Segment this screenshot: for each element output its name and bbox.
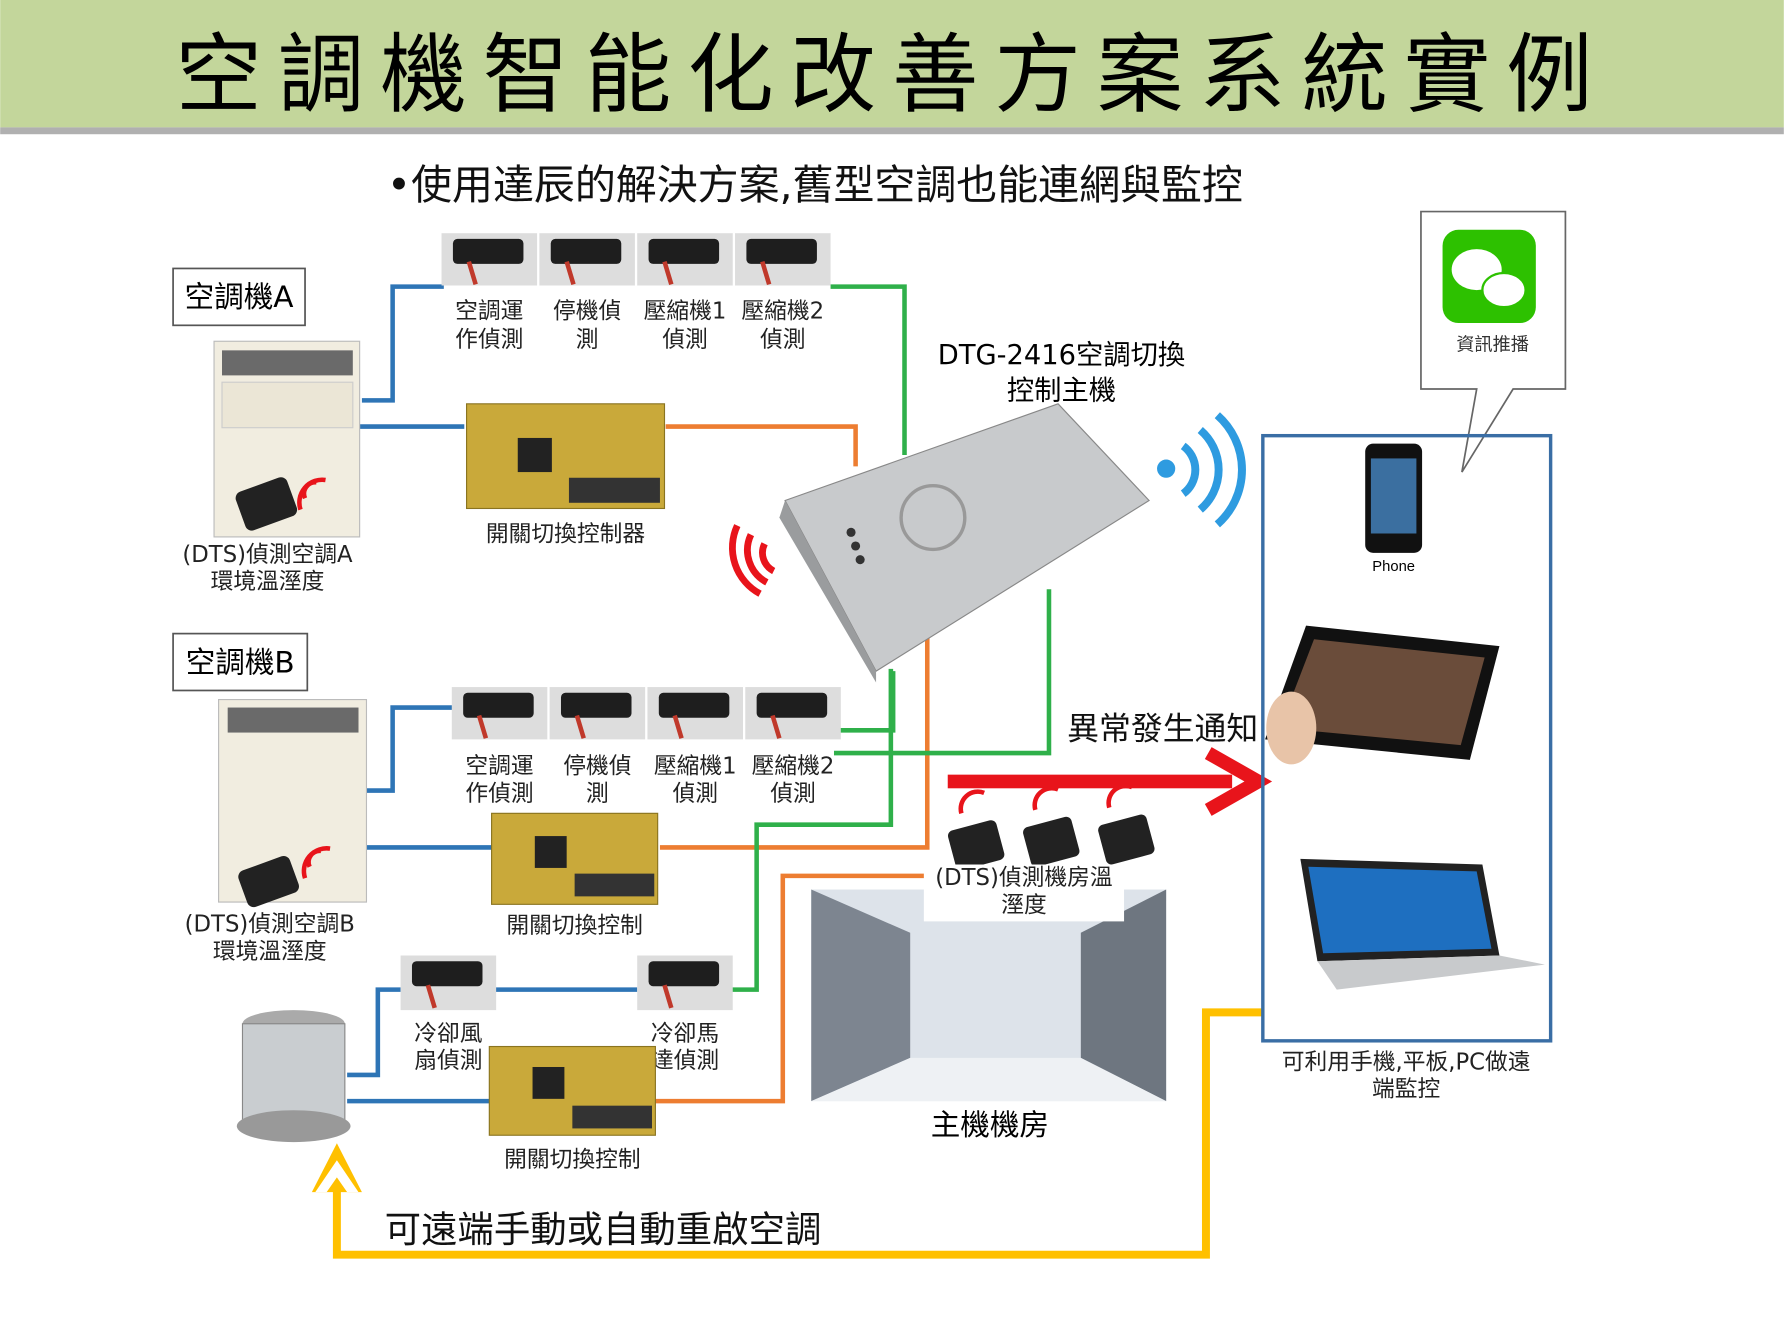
detector-a-2 — [539, 233, 635, 286]
detector-b-2 — [549, 687, 646, 740]
alert-label: 異常發生通知 — [1067, 709, 1258, 747]
devices-box — [1261, 433, 1553, 1043]
detector-a-1-label-1: 空調運 — [455, 299, 523, 325]
phone-label: Phone — [1372, 559, 1415, 575]
server-room-photo — [811, 889, 1167, 1102]
remote-label-2: 端監控 — [1372, 1077, 1440, 1103]
ac-b-label-box — [172, 632, 309, 692]
orange-line-a — [665, 424, 858, 467]
controller-device-icon — [779, 403, 1150, 683]
detector-a-1 — [441, 233, 538, 286]
page-title: 空調機智能化改善方案系統實例 — [175, 26, 1608, 126]
switch-c-label: 開關切換控制 — [504, 1147, 641, 1173]
green-line-c — [731, 668, 894, 992]
detector-a-4 — [735, 233, 831, 286]
server-room-label: 主機機房 — [931, 1108, 1049, 1142]
detector-b-1 — [451, 687, 548, 740]
fan-label-2: 扇偵測 — [414, 1048, 482, 1074]
wechat-label: 資訊推播 — [1456, 334, 1529, 355]
detector-fan — [400, 955, 497, 1011]
laptop-icon — [1300, 858, 1545, 990]
up-arrow-inner — [315, 1160, 359, 1193]
switch-board-a-icon — [465, 403, 666, 510]
phone-icon — [1365, 443, 1423, 553]
motor-label-1: 冷卻馬 — [651, 1021, 719, 1047]
title-bar — [0, 0, 1784, 128]
room-sensors-icon — [947, 783, 1155, 871]
detector-a-1-label-2: 作偵測 — [455, 327, 523, 353]
detector-b-4 — [745, 687, 841, 740]
ac-a-label: 空調機A — [185, 280, 294, 314]
switch-board-b-icon — [491, 812, 659, 905]
blue-line-a1 — [361, 284, 444, 403]
detector-b-3-label-2: 偵測 — [672, 781, 718, 807]
detector-a-2-label-1: 停機偵 — [553, 299, 621, 325]
controller-label-2: 控制主機 — [1007, 375, 1116, 406]
ac-a-sensor-label-2: 環境溫溼度 — [211, 569, 325, 595]
detector-a-4-label-1: 壓縮機2 — [741, 299, 824, 325]
motor-label-2: 達偵測 — [651, 1048, 719, 1074]
detector-a-3-label-1: 壓縮機1 — [644, 299, 727, 325]
ac-b-sensor-label-2: 環境溫溼度 — [213, 939, 327, 965]
cooling-detectors — [400, 955, 733, 1011]
title-shadow — [0, 127, 1784, 135]
wireless-signal-right-icon — [1157, 412, 1246, 528]
blue-line-b1 — [366, 705, 453, 793]
switch-board-c-icon — [488, 1045, 656, 1136]
controller-label-1: DTG-2416空調切換 — [938, 340, 1185, 371]
remote-label-1: 可利用手機,平板,PC做遠 — [1282, 1049, 1531, 1075]
green-line-b — [839, 671, 896, 733]
green-line-a — [830, 284, 907, 456]
yellow-line — [332, 1008, 1263, 1259]
orange-line-b — [659, 637, 930, 850]
detector-b-1-label-2: 作偵測 — [465, 781, 533, 807]
ac-a-sensor-label-1: (DTS)偵測空調A — [182, 542, 353, 568]
connection-lines — [332, 284, 1263, 1259]
fan-label-1: 冷卻風 — [414, 1021, 482, 1047]
detector-b-4-label-2: 偵測 — [770, 781, 816, 807]
blue-line-c1 — [347, 987, 401, 1078]
detectors-a — [441, 233, 831, 286]
ac-unit-b-icon — [218, 699, 368, 908]
wechat-bubble — [1420, 210, 1567, 473]
wireless-signal-left-icon — [728, 524, 776, 597]
cooling-tower-icon — [236, 1010, 351, 1143]
orange-line-c — [655, 873, 931, 1104]
green-line-d — [833, 589, 1052, 756]
detector-b-3-label-1: 壓縮機1 — [654, 754, 737, 780]
detectors-b — [451, 687, 841, 740]
restart-label: 可遠端手動或自動重啟空調 — [385, 1208, 822, 1251]
switch-a-label: 開關切換控制器 — [486, 521, 645, 547]
detector-b-2-label-2: 測 — [586, 781, 609, 807]
ac-b-label: 空調機B — [186, 645, 295, 679]
room-sensor-label-1: (DTS)偵測機房溫 — [935, 865, 1112, 891]
detector-b-3 — [647, 687, 743, 740]
ac-b-sensor-label-1: (DTS)偵測空調B — [185, 912, 355, 938]
alert-arrow-icon — [947, 747, 1273, 816]
detector-a-2-label-2: 測 — [576, 327, 599, 353]
detector-a-4-label-2: 偵測 — [760, 327, 806, 353]
tablet-icon — [1265, 625, 1500, 765]
detector-a-3-label-2: 偵測 — [662, 327, 708, 353]
room-sensor-label-bg — [923, 864, 1125, 922]
detector-b-2-label-1: 停機偵 — [563, 754, 631, 780]
ac-a-label-box — [172, 267, 306, 327]
switch-b-label: 開關切換控制 — [506, 913, 643, 939]
detector-a-3 — [637, 233, 733, 286]
detector-motor — [637, 955, 733, 1011]
detector-b-1-label-1: 空調運 — [465, 754, 533, 780]
ac-unit-a-icon — [213, 340, 361, 538]
room-sensor-label-2: 溼度 — [1001, 892, 1047, 918]
detector-b-4-label-1: 壓縮機2 — [752, 754, 835, 780]
subtitle: •使用達辰的解決方案,舊型空調也能連網與監控 — [387, 161, 1243, 209]
